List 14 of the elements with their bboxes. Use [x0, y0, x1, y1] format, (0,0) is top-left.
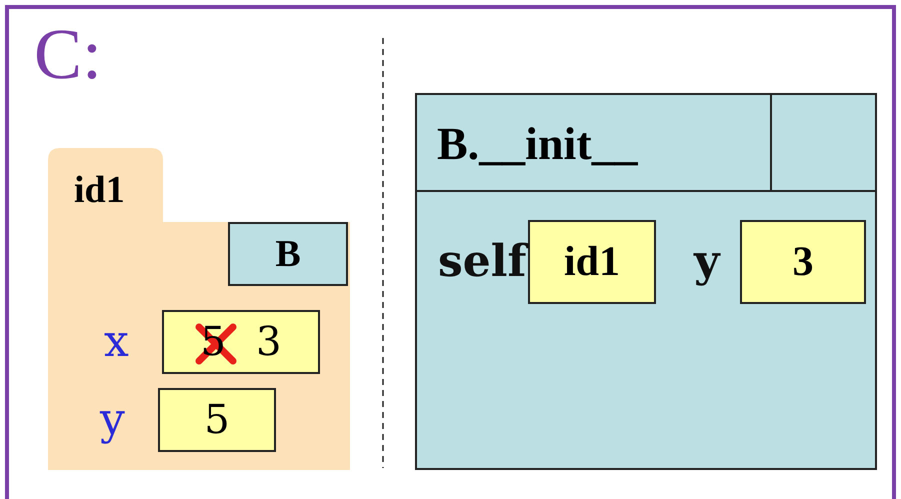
- call-frame: [415, 93, 877, 470]
- variable-name: y: [694, 236, 720, 287]
- variable-name: y: [100, 394, 125, 445]
- value: id1: [564, 238, 620, 286]
- value: 3: [256, 319, 282, 365]
- value: 3: [792, 238, 814, 286]
- variable-name: self: [438, 236, 526, 287]
- value: 5: [204, 397, 230, 443]
- class-name: B: [228, 222, 348, 286]
- variable-name: x: [104, 316, 129, 367]
- heading: C:: [34, 18, 102, 90]
- object-folder: [48, 148, 350, 470]
- object-id: id1: [74, 168, 125, 212]
- frame-title: B.__init__: [437, 117, 638, 170]
